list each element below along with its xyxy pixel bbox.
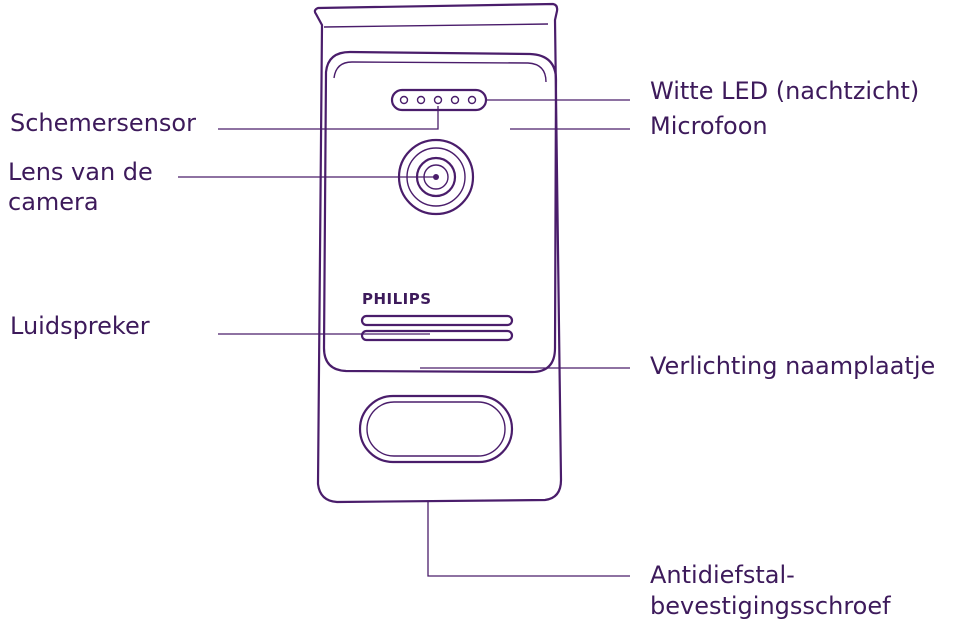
- door-station-device: PHILIPS: [313, 2, 563, 504]
- label-white-led: Witte LED (nachtzicht): [650, 77, 919, 105]
- front-panel-inner-edge: [333, 61, 547, 83]
- rain-hood-inner-edge: [323, 23, 549, 28]
- front-panel-outline: [322, 50, 558, 374]
- led-strip: [390, 88, 488, 112]
- nameplate-button: [358, 394, 514, 464]
- label-twilight-sensor: Schemersensor: [10, 109, 196, 137]
- label-antitheft-screw-line1: Antidiefstal-: [650, 561, 795, 589]
- label-speaker: Luidspreker: [10, 312, 150, 340]
- leader-twilight-sensor: [218, 106, 439, 130]
- speaker-grille: [360, 314, 514, 342]
- labels: Witte LED (nachtzicht) Microfoon Schemer…: [8, 77, 935, 620]
- nameplate-button-inner: [366, 401, 506, 457]
- label-antitheft-screw-line2: bevestigingsschroef: [650, 592, 891, 620]
- led-dot: [416, 95, 426, 105]
- brand-logo: PHILIPS: [362, 290, 432, 308]
- leader-lines: [178, 99, 630, 577]
- speaker-slot: [360, 329, 514, 342]
- label-camera-lens-line2: camera: [8, 188, 99, 216]
- label-nameplate-lighting: Verlichting naamplaatje: [650, 352, 935, 380]
- led-dot: [450, 95, 460, 105]
- label-camera-lens-line1: Lens van de: [8, 158, 153, 186]
- speaker-slot: [360, 314, 514, 327]
- rain-hood-outline: [313, 2, 563, 504]
- twilight-sensor-dot: [433, 95, 443, 105]
- leader-antitheft-screw: [427, 502, 630, 577]
- led-dot: [467, 95, 477, 105]
- lens-center: [433, 174, 439, 180]
- label-microphone: Microfoon: [650, 112, 768, 140]
- led-strip-frame: [390, 88, 488, 112]
- led-dot: [399, 95, 409, 105]
